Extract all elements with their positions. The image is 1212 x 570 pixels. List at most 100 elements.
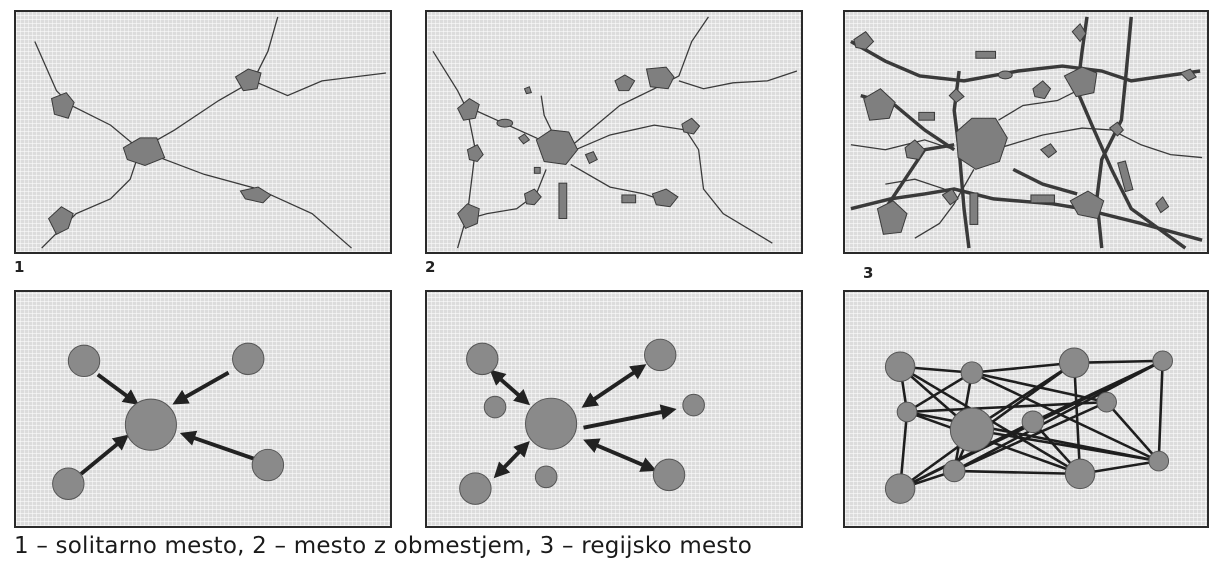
roads-thin — [850, 90, 1203, 239]
suburb — [457, 203, 480, 230]
suburb — [517, 133, 531, 145]
schematic-panel-solitary-town — [14, 290, 392, 528]
town — [948, 88, 965, 104]
town — [876, 200, 908, 235]
town — [1155, 196, 1170, 214]
panel-label-3: 3 — [863, 264, 874, 282]
network-links — [898, 359, 1164, 490]
node — [960, 361, 984, 384]
network-link — [971, 361, 1075, 374]
town — [941, 188, 959, 206]
arrow-two-way — [583, 438, 657, 472]
industrial-block — [558, 182, 568, 220]
industrial-block — [975, 50, 996, 59]
suburb — [651, 188, 679, 208]
town-southeast — [239, 186, 272, 204]
node — [459, 472, 492, 505]
industrial-block — [1117, 160, 1134, 193]
arrow-one-way — [583, 404, 677, 430]
network-link — [906, 410, 1159, 463]
node — [896, 401, 918, 423]
network-link — [1157, 360, 1164, 462]
arrow-two-way — [493, 441, 530, 479]
map-solitary-town — [34, 16, 387, 249]
network-link — [954, 469, 1081, 476]
central-node — [525, 397, 578, 450]
node — [682, 393, 705, 417]
schematic-solitary-town — [52, 342, 285, 500]
suburb-oval — [496, 118, 514, 128]
network-link — [906, 371, 973, 414]
suburb — [523, 86, 533, 95]
town — [1071, 23, 1087, 43]
panel-label-1: 1 — [14, 258, 25, 276]
town-southwest — [47, 206, 74, 235]
map-panel-solitary-town — [14, 10, 392, 254]
panel-label-2: 2 — [425, 258, 436, 276]
industrial-block — [533, 166, 541, 174]
central-town — [122, 137, 166, 166]
nodes — [52, 342, 285, 500]
town — [1063, 66, 1098, 98]
industrial-block — [918, 111, 936, 121]
town — [1179, 68, 1197, 82]
node — [1148, 450, 1170, 472]
central-node — [124, 398, 177, 451]
node — [1021, 410, 1045, 434]
node — [1064, 458, 1096, 490]
town-oval — [997, 70, 1013, 80]
network-link — [971, 371, 1160, 463]
map-panel-town-with-suburbs — [425, 10, 803, 254]
suburb — [456, 97, 480, 121]
map-regional-town — [850, 16, 1203, 250]
industrial-block — [621, 194, 637, 204]
suburb — [614, 74, 636, 92]
town — [1032, 80, 1052, 100]
roads — [432, 16, 798, 249]
town-west — [50, 92, 75, 119]
industrial-block — [1030, 194, 1056, 204]
towns — [456, 66, 701, 230]
suburb — [584, 151, 598, 165]
node — [884, 473, 916, 504]
towns — [853, 23, 1197, 235]
central-town — [955, 117, 1008, 170]
map-town-with-suburbs — [432, 16, 798, 249]
node — [67, 344, 101, 378]
node — [884, 351, 916, 382]
suburb — [645, 66, 675, 90]
town — [1069, 190, 1105, 220]
schematic-panel-town-with-suburbs — [425, 290, 803, 528]
schematic-regional-town — [884, 347, 1173, 504]
town — [1108, 121, 1125, 137]
central-town — [535, 129, 579, 165]
arrow-two-way — [581, 364, 647, 408]
arrows — [489, 364, 677, 479]
node — [52, 467, 85, 500]
node — [251, 448, 285, 482]
figure-caption: 1 – solitarno mesto, 2 – mesto z obmestj… — [14, 533, 752, 559]
town — [1039, 143, 1058, 159]
arrow-inward — [96, 373, 139, 405]
network-link — [1072, 362, 1082, 474]
node — [652, 458, 686, 492]
arrow-inward — [79, 434, 129, 476]
town — [904, 139, 926, 161]
map-panel-regional-town — [843, 10, 1209, 254]
town — [863, 88, 896, 121]
arrow-inward — [172, 370, 230, 405]
node — [483, 395, 507, 419]
node — [1152, 350, 1173, 372]
town-north — [234, 68, 262, 92]
roads — [34, 16, 387, 249]
suburb — [681, 117, 701, 135]
node — [643, 338, 677, 372]
nodes — [884, 347, 1173, 504]
suburb — [466, 144, 484, 163]
industrial-block — [969, 192, 979, 225]
towns — [47, 68, 272, 235]
schematic-town-with-suburbs — [459, 338, 705, 505]
node — [942, 459, 966, 483]
node — [534, 465, 558, 489]
network-link — [1105, 401, 1160, 462]
